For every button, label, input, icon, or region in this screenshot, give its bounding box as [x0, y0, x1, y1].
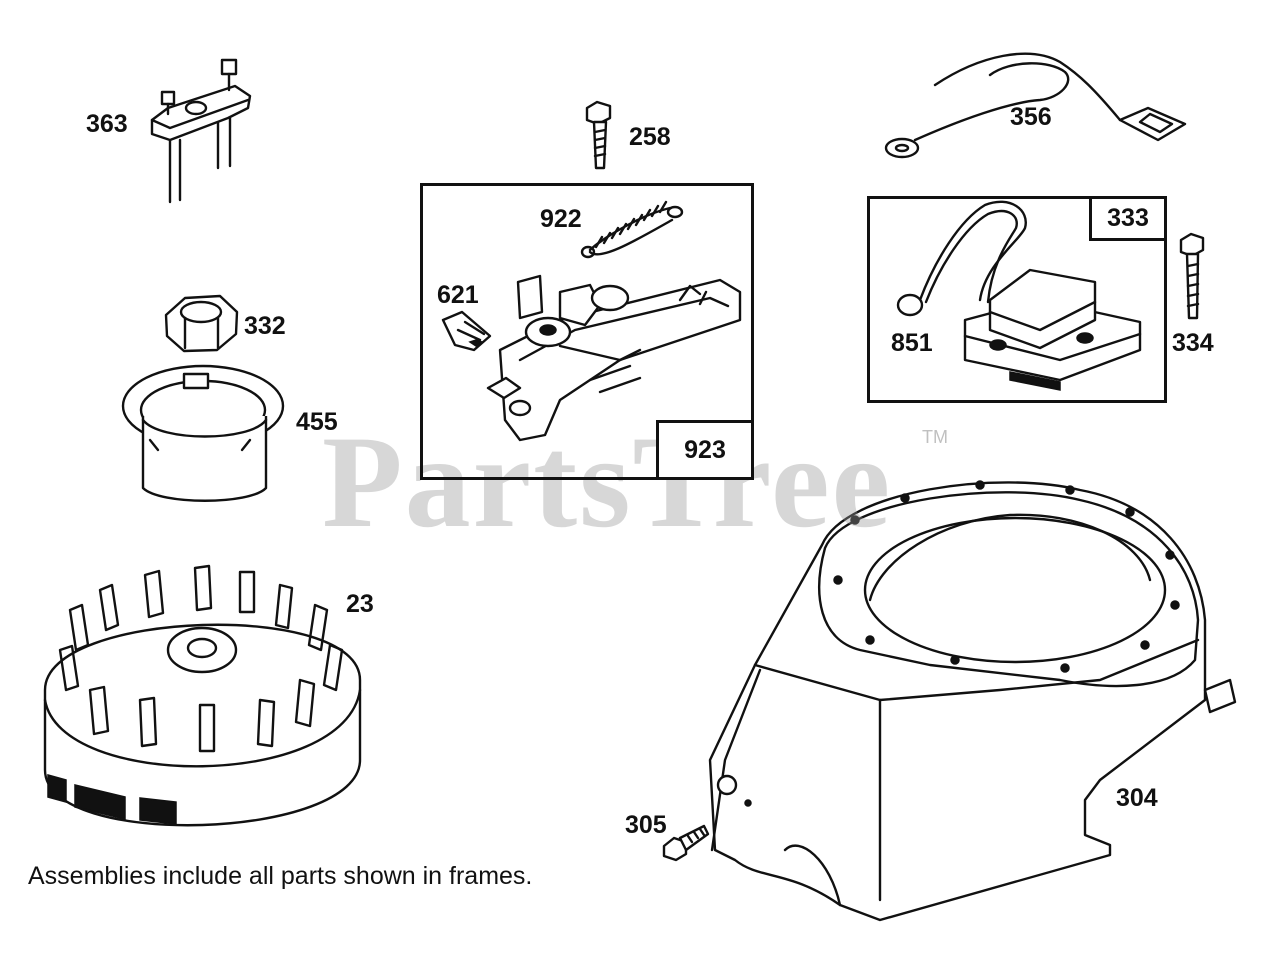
part-armature-coil [896, 200, 1142, 391]
frame-governor-assembly [420, 183, 754, 480]
label-334: 334 [1172, 329, 1214, 357]
part-334-bolt [1179, 232, 1205, 320]
label-304: 304 [1116, 784, 1158, 812]
label-23: 23 [346, 590, 374, 618]
part-363-bracket [150, 58, 252, 204]
label-363: 363 [86, 110, 128, 138]
watermark: PartsTree [322, 408, 893, 555]
label-851: 851 [891, 329, 933, 357]
part-332-nut [164, 294, 239, 353]
label-922: 922 [540, 205, 582, 233]
part-305-bolt [662, 824, 710, 862]
frame-tag-333: 333 [1089, 196, 1167, 241]
assembly-note: Assemblies include all parts shown in fr… [28, 862, 533, 890]
watermark-trademark: TM [922, 427, 948, 447]
label-305: 305 [625, 811, 667, 839]
part-304-blower-housing [708, 480, 1237, 922]
part-356-wire [884, 52, 1187, 159]
label-258: 258 [629, 123, 671, 151]
label-332: 332 [244, 312, 286, 340]
label-455: 455 [296, 408, 338, 436]
part-922-spring [580, 200, 684, 259]
part-23-flywheel [43, 564, 362, 827]
part-621-clip [441, 310, 492, 352]
frame-tag-923: 923 [656, 420, 754, 480]
part-governor-plate [486, 274, 742, 442]
part-258-bolt [585, 100, 612, 170]
label-356: 356 [1010, 103, 1052, 131]
frame-armature-assembly [867, 196, 1167, 403]
label-621: 621 [437, 281, 479, 309]
part-455-cup [121, 364, 285, 502]
